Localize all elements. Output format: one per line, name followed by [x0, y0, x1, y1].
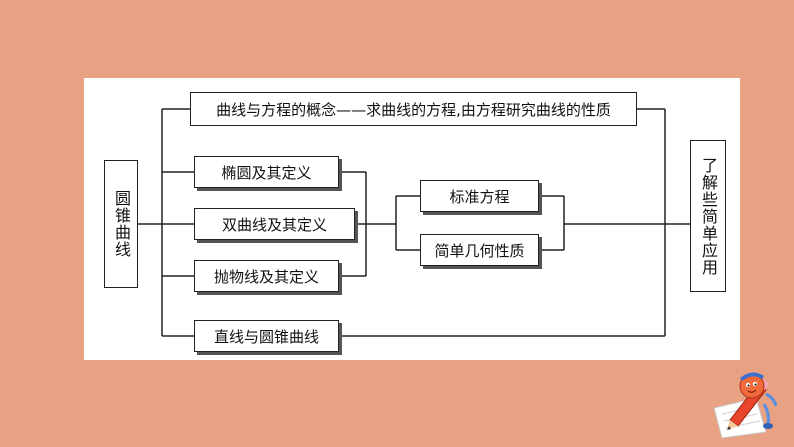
- root-node: 圆锥曲线: [104, 160, 138, 288]
- hyperbola-label: 双曲线及其定义: [221, 215, 327, 234]
- concept-label: 曲线与方程的概念——求曲线的方程,由方程研究曲线的性质: [216, 100, 611, 119]
- geometric-properties-label: 简单几何性质: [434, 241, 525, 260]
- geometric-properties-node: 简单几何性质: [420, 234, 539, 266]
- pencil-mascot-icon: [713, 372, 778, 439]
- standard-equation-label: 标准方程: [449, 187, 510, 206]
- line-and-conic-node: 直线与圆锥曲线: [194, 320, 339, 352]
- parabola-node: 抛物线及其定义: [194, 260, 339, 292]
- ellipse-label: 椭圆及其定义: [221, 163, 312, 182]
- parabola-label: 抛物线及其定义: [213, 267, 319, 286]
- diagram-panel: 圆锥曲线 曲线与方程的概念——求曲线的方程,由方程研究曲线的性质 椭圆及其定义 …: [84, 78, 740, 360]
- application-node: 了解些简单应用: [690, 140, 726, 292]
- concept-node: 曲线与方程的概念——求曲线的方程,由方程研究曲线的性质: [190, 92, 637, 126]
- connector-lines: [138, 108, 690, 337]
- root-label: 圆锥曲线: [112, 190, 131, 258]
- hyperbola-node: 双曲线及其定义: [194, 208, 355, 240]
- application-label: 了解些简单应用: [699, 156, 718, 276]
- standard-equation-node: 标准方程: [420, 180, 539, 212]
- line-and-conic-label: 直线与圆锥曲线: [213, 327, 319, 346]
- ellipse-node: 椭圆及其定义: [194, 156, 339, 188]
